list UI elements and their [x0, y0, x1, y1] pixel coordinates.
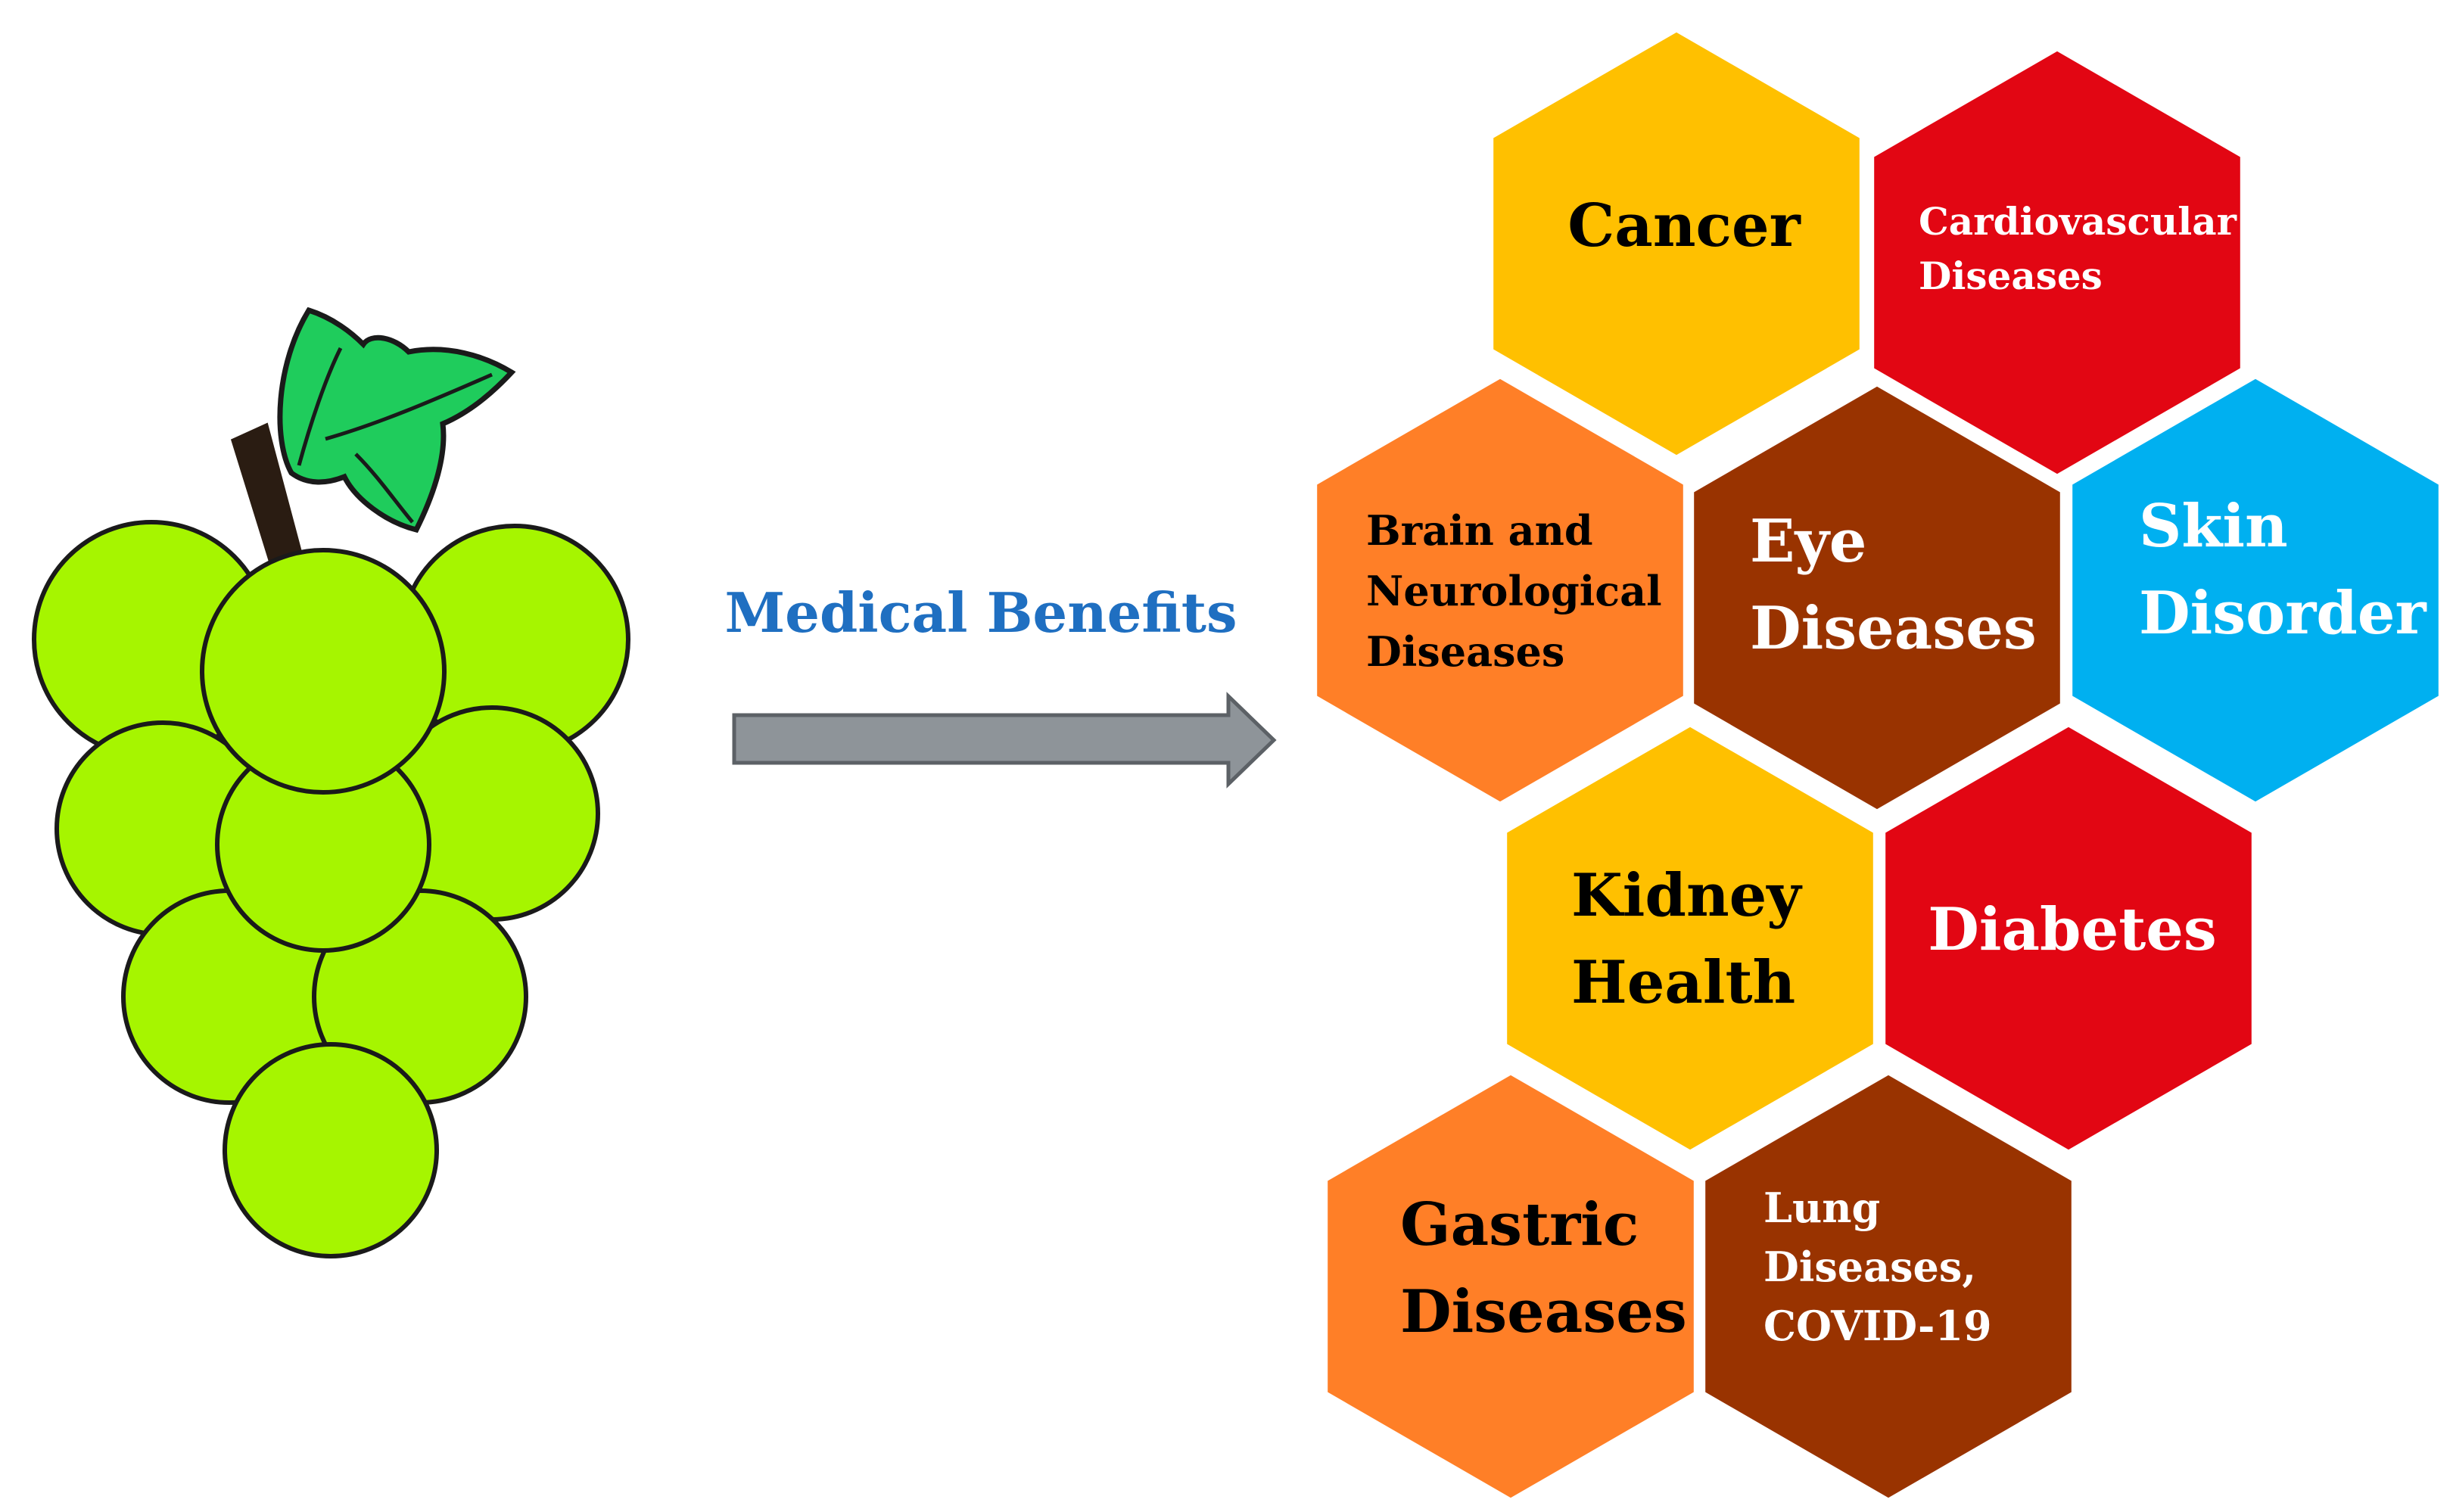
- hex-cardiovascular-label: Diseases: [1919, 254, 2103, 298]
- hex-diabetes: Diabetes: [1878, 718, 2259, 1159]
- hex-skin-shape: [2065, 370, 2446, 810]
- leaf-icon: [277, 306, 516, 534]
- hex-skin-label: Disorder: [2139, 579, 2427, 648]
- hex-gastric-shape: [1320, 1066, 1701, 1507]
- hex-gastric-label: Gastric: [1400, 1190, 1639, 1259]
- hex-eye-shape: [1686, 378, 2068, 818]
- hex-cancer: Cancer: [1486, 23, 1867, 464]
- grape-berry: [200, 548, 447, 795]
- hex-gastric-label: Diseases: [1400, 1277, 1687, 1346]
- hex-lung-label: Diseases,: [1763, 1243, 1976, 1291]
- hex-eye-label: Eye: [1750, 507, 1866, 576]
- hex-brain-label: Brain and: [1366, 506, 1593, 555]
- hex-diabetes-shape: [1878, 718, 2259, 1159]
- medical-benefits-title: Medical Benefits: [724, 580, 1237, 645]
- hex-brain-shape: [1309, 370, 1691, 810]
- hex-cancer-label: Cancer: [1567, 191, 1801, 260]
- hex-diabetes-label: Diabetes: [1928, 895, 2217, 964]
- hex-kidney-label: Kidney: [1571, 861, 1803, 930]
- hex-lung-shape: [1698, 1066, 2079, 1507]
- hex-kidney-shape: [1499, 718, 1881, 1159]
- hex-brain-label: Diseases: [1366, 627, 1564, 676]
- hex-skin-label: Skin: [2139, 492, 2288, 561]
- right-arrow-icon: [732, 692, 1277, 789]
- grape-bunch-icon: [32, 306, 630, 1258]
- hex-cardiovascular-label: Cardiovascular: [1919, 199, 2237, 244]
- hex-lung-label: Lung: [1763, 1184, 1880, 1232]
- hex-lung-label: COVID-19: [1763, 1302, 1992, 1350]
- hex-cancer-shape: [1486, 23, 1867, 464]
- hex-eye-label: Diseases: [1750, 594, 2037, 663]
- grape-berry: [223, 1042, 439, 1258]
- hex-cardiovascular-shape: [1866, 42, 2248, 483]
- hex-kidney-label: Health: [1571, 948, 1795, 1017]
- hex-brain-label: Neurological: [1366, 567, 1662, 615]
